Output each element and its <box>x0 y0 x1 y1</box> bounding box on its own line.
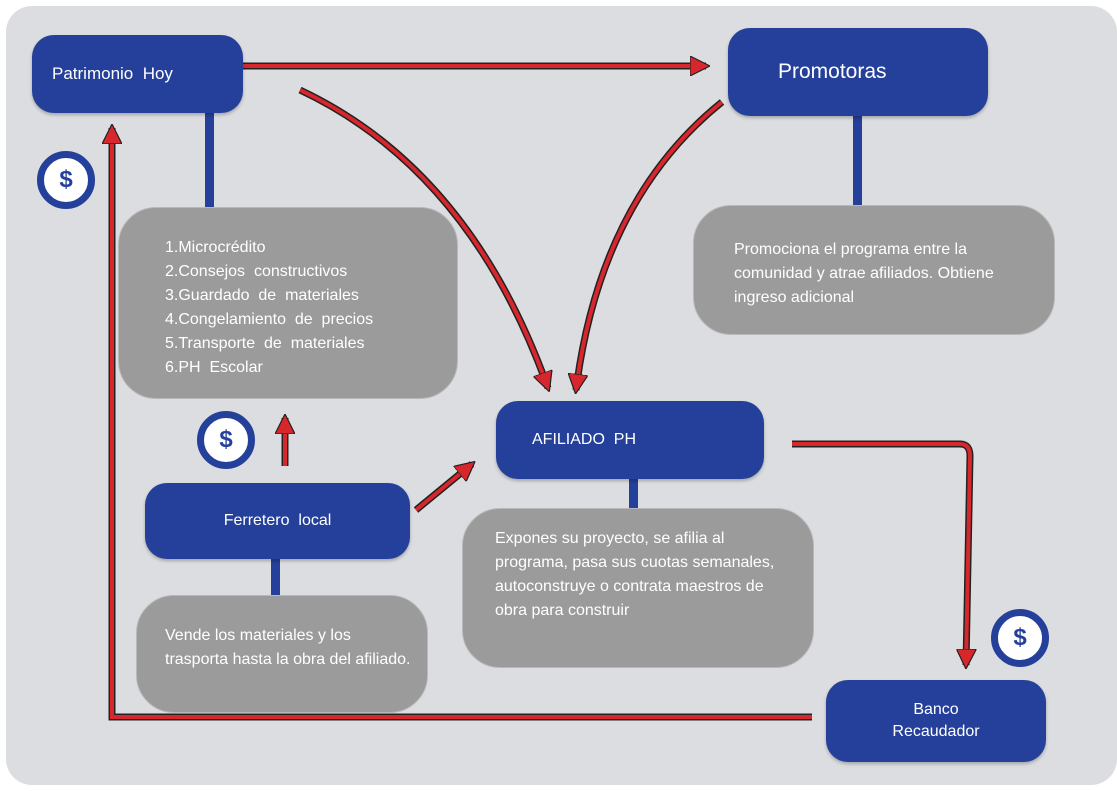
afiliado-ph-node: AFILIADO PH <box>496 401 764 479</box>
patrimonio-services-note: 1.Microcrédito 2.Consejos constructivos … <box>118 207 458 399</box>
dollar-symbol: $ <box>59 166 73 193</box>
dollar-icon: $ <box>37 151 95 209</box>
dollar-symbol: $ <box>1013 624 1027 651</box>
banco-recaudador-node: Banco Recaudador <box>826 680 1046 762</box>
promotoras-connector <box>853 112 862 208</box>
promotoras-label: Promotoras <box>778 60 887 83</box>
patrimonio-hoy-node: Patrimonio Hoy <box>32 35 243 113</box>
promotoras-node: Promotoras <box>728 28 988 116</box>
afiliado-connector <box>629 478 638 514</box>
patrimonio-hoy-label: Patrimonio Hoy <box>52 64 173 83</box>
afiliado-ph-label: AFILIADO PH <box>532 431 637 448</box>
service-item: 2.Consejos constructivos <box>165 263 348 280</box>
ferretero-local-label: Ferretero local <box>223 512 332 529</box>
afiliado-description: Expones su proyecto, se afilia al progra… <box>495 530 775 619</box>
patrimonio-services-list: 1.Microcrédito 2.Consejos constructivos … <box>165 236 457 380</box>
ferretero-connector <box>271 558 280 600</box>
promotoras-description: Promociona el programa entre la comunida… <box>734 241 994 306</box>
service-item: 5.Transporte de materiales <box>165 335 365 352</box>
service-item: 3.Guardado de materiales <box>165 287 359 304</box>
dollar-icon: $ <box>991 609 1049 667</box>
ferretero-note: Vende los materiales y los trasporta has… <box>136 595 428 713</box>
banco-recaudador-label: Banco Recaudador <box>892 701 980 740</box>
ferretero-description: Vende los materiales y los trasporta has… <box>165 627 411 668</box>
afiliado-note: Expones su proyecto, se afilia al progra… <box>462 508 814 668</box>
service-item: 6.PH Escolar <box>165 359 263 376</box>
arrow-afiliado-to-banco <box>792 440 974 666</box>
ferretero-local-node: Ferretero local <box>145 483 410 559</box>
patrimonio-connector <box>205 112 214 212</box>
dollar-icon: $ <box>197 411 255 469</box>
promotoras-note: Promociona el programa entre la comunida… <box>693 205 1055 335</box>
service-item: 4.Congelamiento de precios <box>165 311 374 328</box>
dollar-symbol: $ <box>219 426 233 453</box>
service-item: 1.Microcrédito <box>165 239 266 256</box>
